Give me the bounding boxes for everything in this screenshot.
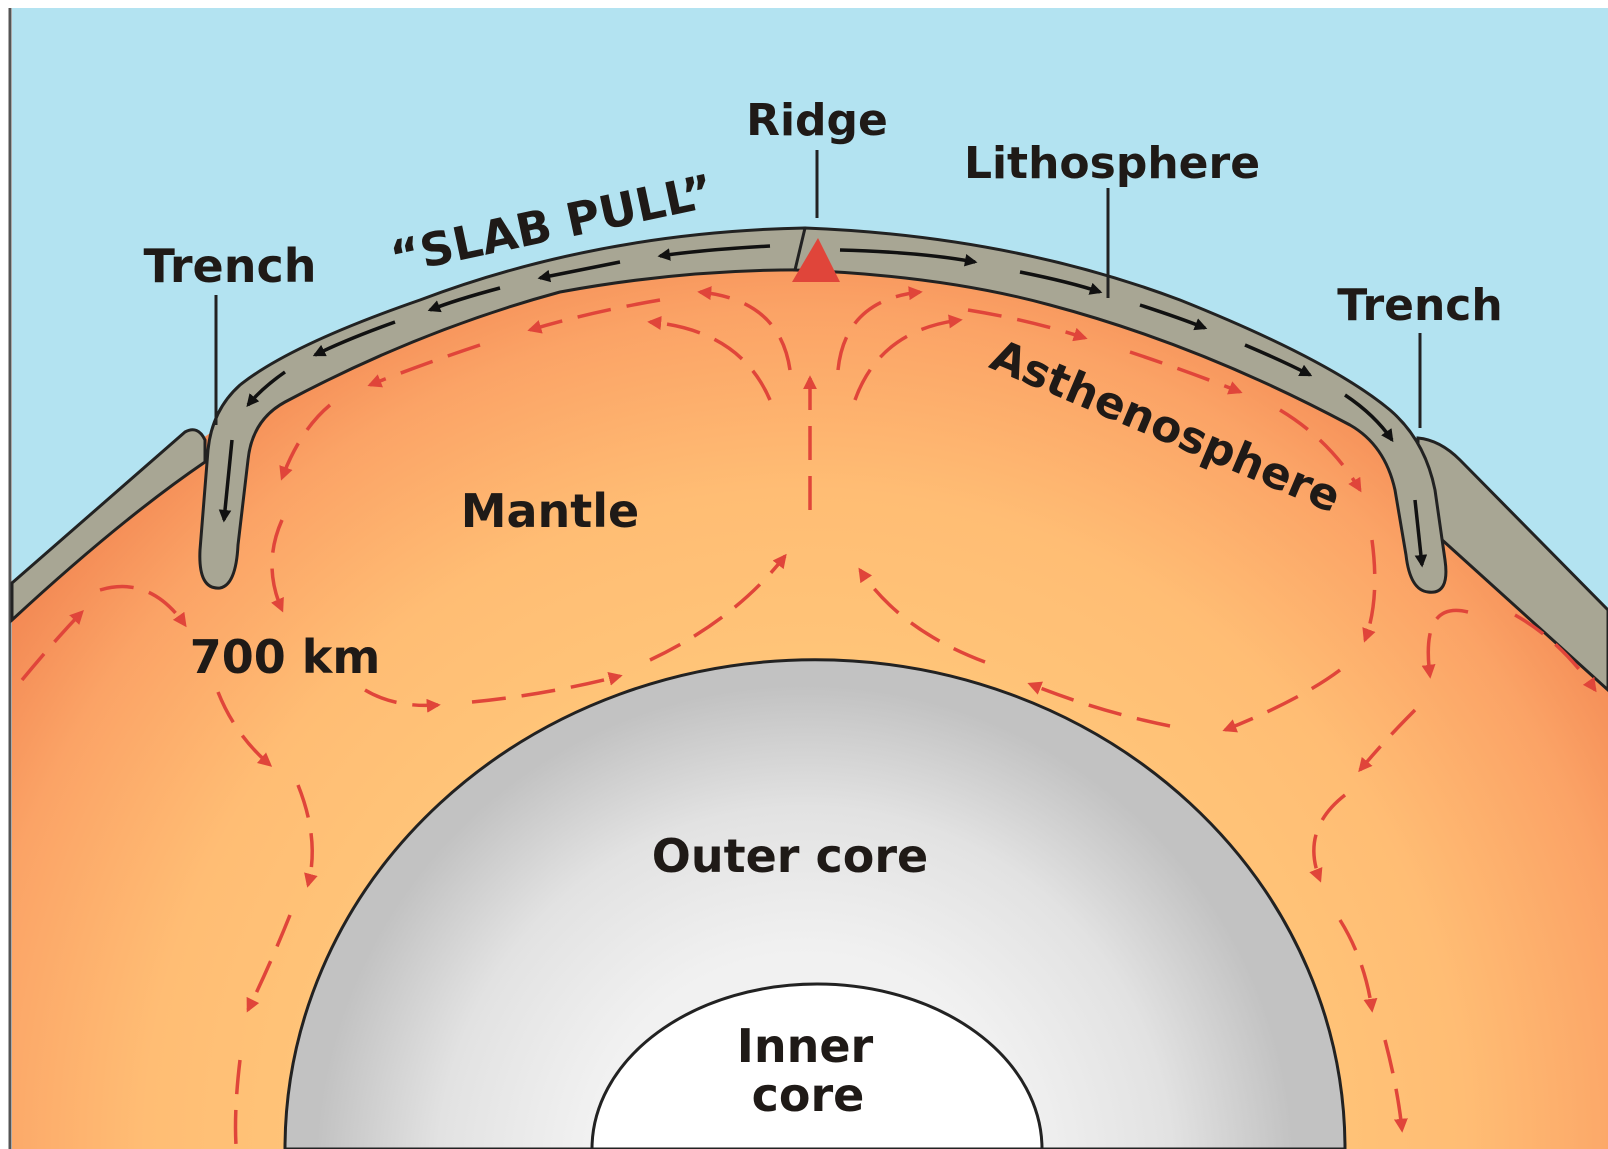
ridge-label: Ridge — [746, 95, 888, 146]
lithosphere-label: Lithosphere — [964, 138, 1260, 189]
mantle-label: Mantle — [461, 484, 640, 538]
trench-right-label: Trench — [1337, 280, 1502, 331]
inner-core-label-line1: Inner — [737, 1019, 874, 1073]
outer-core-label: Outer core — [652, 829, 929, 883]
depth-label: 700 km — [190, 630, 381, 684]
inner-core-label-line2: core — [752, 1068, 865, 1122]
trench-left-label: Trench — [144, 239, 317, 293]
